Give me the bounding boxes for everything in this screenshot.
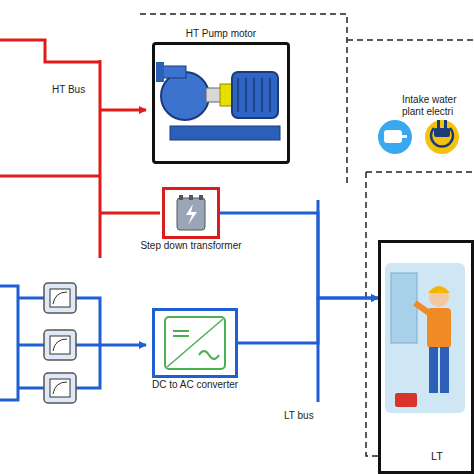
lt-connector <box>220 213 378 298</box>
lt-connector <box>238 298 378 343</box>
transformer-box: Step down transformer <box>162 187 220 239</box>
worker-illustration <box>381 243 471 443</box>
intake-region: Intake water plant electri <box>352 44 472 116</box>
pump-illustration <box>156 62 280 140</box>
node-label: Intake water plant electri <box>402 94 466 118</box>
bus-label: LT bus <box>282 410 316 421</box>
pv-converter-symbol <box>44 283 76 403</box>
converter-box: DC to AC converter <box>152 308 238 378</box>
ht-wiring <box>0 40 160 258</box>
transformer-icon <box>165 190 217 236</box>
lt-panel-box: LT <box>378 240 474 474</box>
node-label: DC to AC converter <box>152 379 238 391</box>
node-label: Step down transformer <box>140 240 241 252</box>
bus-label: HT Bus <box>50 84 87 95</box>
motor-icon <box>378 120 412 154</box>
inverter-icon <box>155 311 235 375</box>
pump-box: HT Pump motor <box>152 42 290 164</box>
node-label: HT Pump motor <box>186 28 256 40</box>
region-outline <box>140 14 474 456</box>
lt-wiring <box>0 200 318 402</box>
node-label: LT <box>431 450 443 463</box>
plug-icon <box>425 120 459 154</box>
